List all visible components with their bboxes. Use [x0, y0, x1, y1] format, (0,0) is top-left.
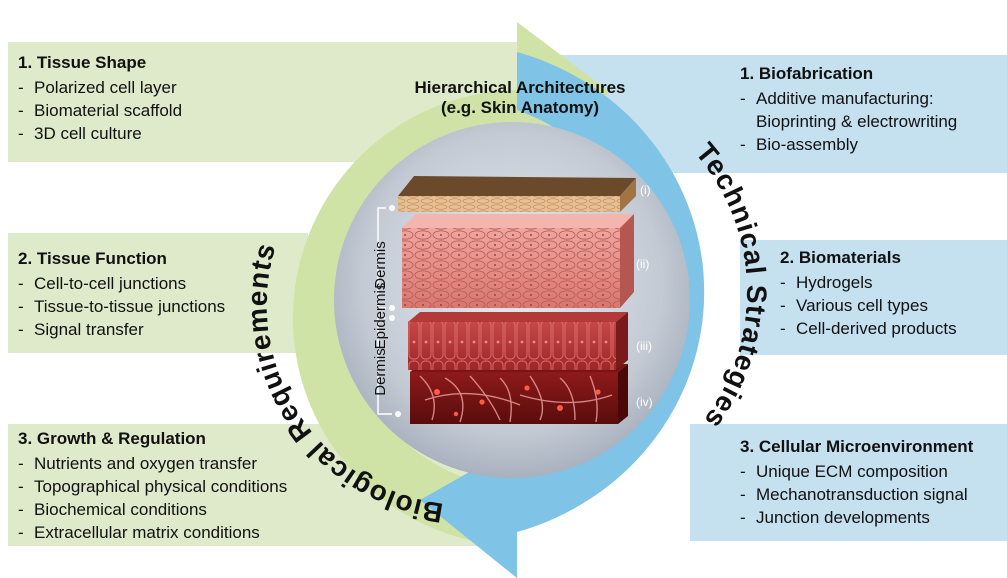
list-item: -Signal transfer [18, 318, 225, 341]
list-item: -Biochemical conditions [18, 498, 287, 521]
right-panel-2: 2. Biomaterials -Hydrogels -Various cell… [780, 247, 957, 340]
left-panel-2: 2. Tissue Function -Cell-to-cell junctio… [18, 248, 225, 341]
left-panel-2-title: 2. Tissue Function [18, 248, 225, 269]
layer-label-iv: (iv) [636, 395, 653, 409]
list-item: -Polarized cell layer [18, 76, 182, 99]
side-label-epidermis: Epidermis [372, 283, 389, 350]
layer-label-i: (i) [640, 183, 651, 197]
list-item: -Various cell types [780, 294, 957, 317]
left-panel-1: 1. Tissue Shape -Polarized cell layer -B… [18, 52, 182, 145]
right-panel-1: 1. Biofabrication -Additive manufacturin… [740, 63, 957, 156]
list-item: -Unique ECM composition [740, 460, 1007, 483]
side-label-dermis: Dermis [372, 348, 389, 396]
list-item: -Junction developments [740, 506, 1007, 529]
right-panel-3-title: 3. Cellular Microenvironment [740, 436, 1007, 457]
list-item: -3D cell culture [18, 122, 182, 145]
list-item-continuation: Bioprinting & electrowriting [740, 110, 957, 133]
layer-label-ii: (ii) [636, 257, 649, 271]
right-panel-1-title: 1. Biofabrication [740, 63, 957, 84]
list-item: -Hydrogels [780, 271, 957, 294]
list-item: -Bio-assembly [740, 133, 957, 156]
right-panel-3: 3. Cellular Microenvironment -Unique ECM… [740, 436, 1007, 529]
left-panel-3: 3. Growth & Regulation -Nutrients and ox… [18, 428, 287, 544]
list-item: -Mechanotransduction signal [740, 483, 1007, 506]
left-panel-3-title: 3. Growth & Regulation [18, 428, 287, 449]
list-item: -Extracellular matrix conditions [18, 521, 287, 544]
center-title-line2: (e.g. Skin Anatomy) [441, 98, 599, 117]
side-label-dermis-top: Dermis [372, 241, 389, 289]
list-item: -Biomaterial scaffold [18, 99, 182, 122]
list-item: -Additive manufacturing: [740, 87, 957, 110]
list-item: -Cell-to-cell junctions [18, 272, 225, 295]
layer-label-iii: (iii) [636, 339, 652, 353]
list-item: -Tissue-to-tissue junctions [18, 295, 225, 318]
list-item: -Cell-derived products [780, 317, 957, 340]
center-title-line1: Hierarchical Architectures [414, 78, 625, 97]
list-item: -Topographical physical conditions [18, 475, 287, 498]
left-panel-1-title: 1. Tissue Shape [18, 52, 182, 73]
right-panel-2-title: 2. Biomaterials [780, 247, 957, 268]
list-item: -Nutrients and oxygen transfer [18, 452, 287, 475]
